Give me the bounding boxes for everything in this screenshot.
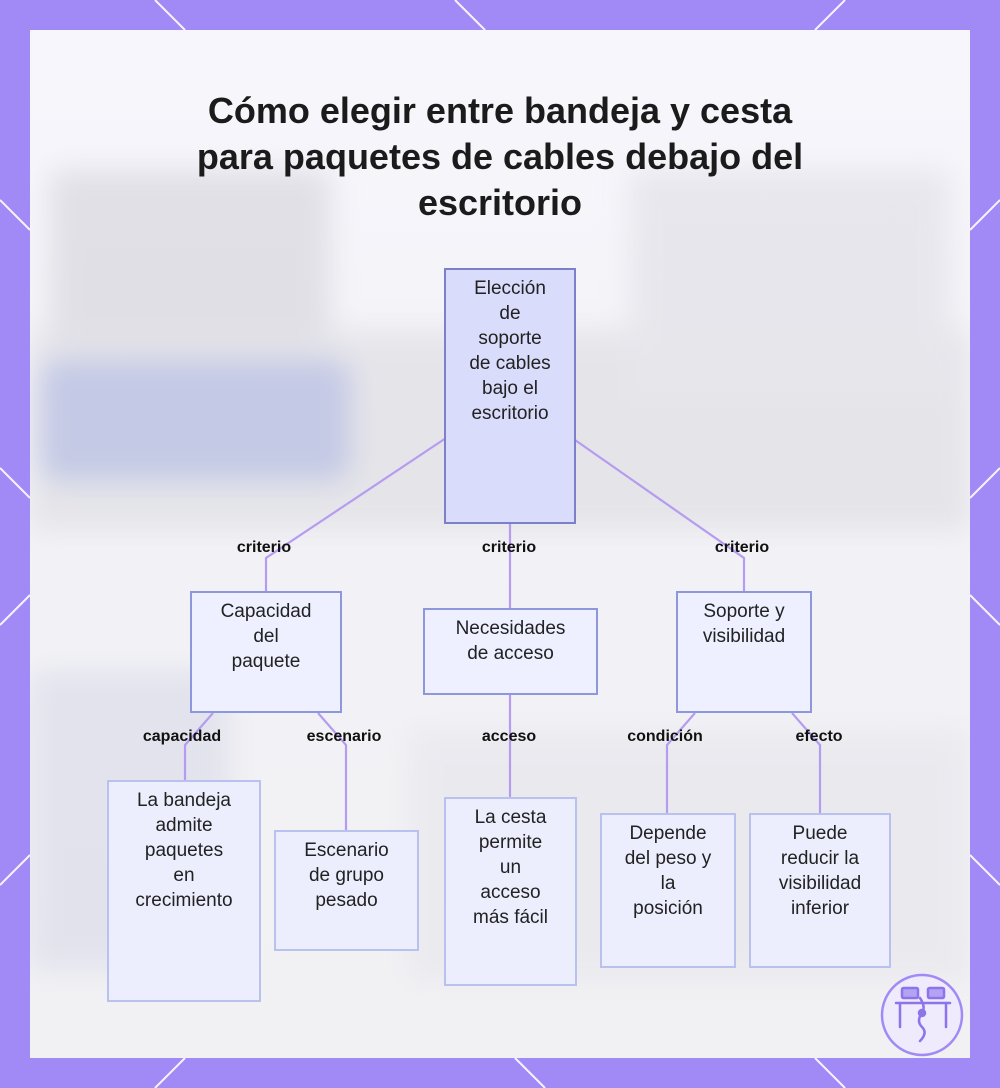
node-necesidades: Necesidades de acceso: [423, 608, 598, 695]
edge-label-criterio: criterio: [236, 539, 292, 556]
diagram-panel: Cómo elegir entre bandeja y cesta para p…: [30, 30, 970, 1058]
node-root: Elección de soporte de cables bajo el es…: [444, 268, 576, 524]
node-bandeja: La bandeja admite paquetes en crecimient…: [107, 780, 261, 1002]
desk-cable-icon: [880, 973, 964, 1057]
edge-soporte-reducir: [791, 712, 822, 813]
edge-label-escenario: escenario: [306, 728, 382, 745]
edge-root-capacidad: [264, 437, 447, 592]
edge-label-criterio: criterio: [481, 539, 537, 556]
node-soporte: Soporte y visibilidad: [676, 591, 812, 713]
edge-root-soporte: [574, 439, 746, 592]
edge-label-condicion: condición: [627, 728, 703, 745]
edge-capacidad-escenario: [317, 712, 348, 830]
edge-label-acceso: acceso: [481, 728, 537, 745]
node-escenario: Escenario de grupo pesado: [274, 830, 419, 951]
edges: [183, 437, 822, 830]
node-cesta: La cesta permite un acceso más fácil: [444, 797, 577, 986]
node-capacidad: Capacidad del paquete: [190, 591, 342, 713]
edge-label-criterio: criterio: [714, 539, 770, 556]
node-depende: Depende del peso y la posición: [600, 813, 736, 968]
node-reducir: Puede reducir la visibilidad inferior: [749, 813, 891, 968]
edge-label-capacidad: capacidad: [142, 728, 222, 745]
edge-capacidad-bandeja: [183, 712, 214, 780]
page-title: Cómo elegir entre bandeja y cesta para p…: [196, 90, 804, 223]
edge-soporte-depende: [665, 712, 696, 813]
edge-label-efecto: efecto: [795, 728, 843, 745]
